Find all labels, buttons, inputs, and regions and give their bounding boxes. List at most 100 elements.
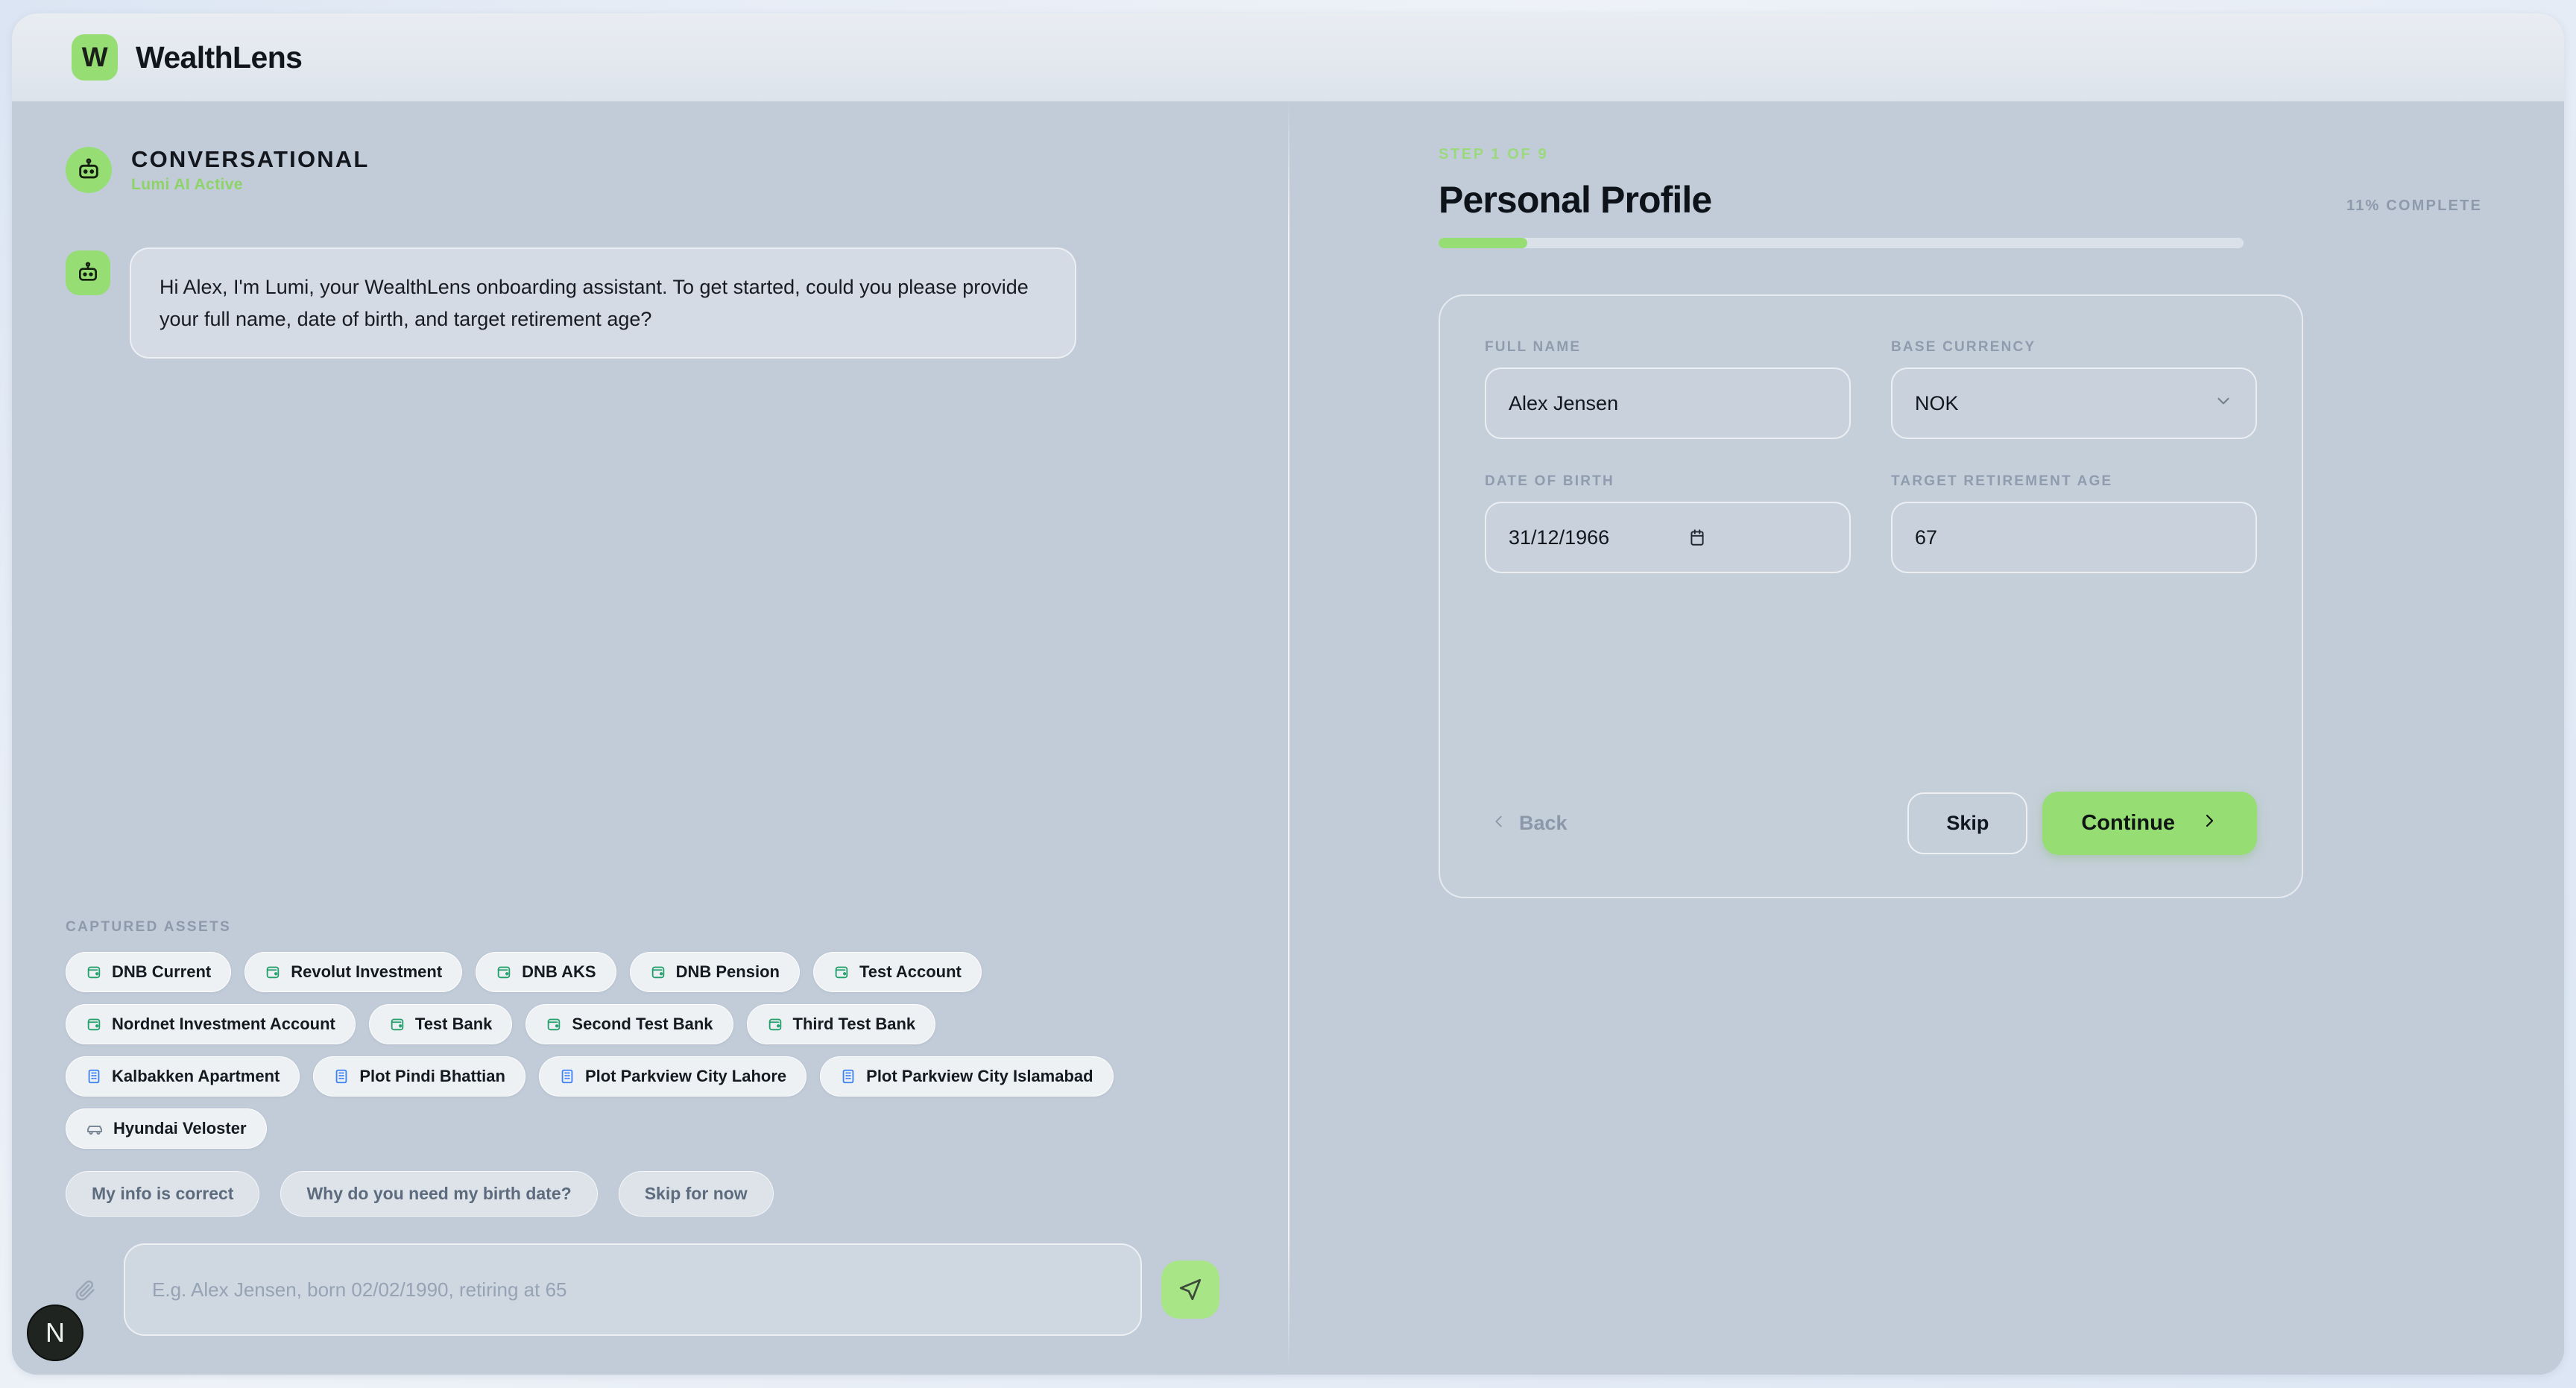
- robot-icon: [66, 147, 112, 193]
- assistant-status: Lumi AI Active: [131, 176, 243, 193]
- asset-chip[interactable]: Kalbakken Apartment: [66, 1056, 300, 1097]
- progress-label: 11% COMPLETE: [2346, 198, 2482, 214]
- message-input[interactable]: [152, 1278, 1124, 1302]
- calendar-icon[interactable]: [1688, 528, 1707, 547]
- field-target-retirement-age: TARGET RETIREMENT AGE: [1891, 473, 2257, 573]
- app-window: W WealthLens CONVERSATIONAL Lumi AI Acti…: [12, 13, 2564, 1375]
- field-base-currency: BASE CURRENCY: [1891, 339, 2257, 439]
- date-of-birth-input-wrapper[interactable]: [1485, 502, 1851, 573]
- wallet-icon: [767, 1016, 783, 1032]
- building-icon: [840, 1068, 856, 1085]
- asset-chip-label: Revolut Investment: [291, 962, 443, 981]
- suggestion-chip[interactable]: Skip for now: [618, 1171, 774, 1217]
- primary-actions: Skip Continue: [1907, 792, 2257, 855]
- app-header: W WealthLens: [12, 13, 2564, 101]
- chevron-left-icon: [1491, 812, 1507, 835]
- wallet-icon: [389, 1016, 405, 1032]
- wallet-icon: [496, 964, 512, 980]
- skip-button[interactable]: Skip: [1907, 792, 2028, 854]
- base-currency-label: BASE CURRENCY: [1891, 339, 2036, 355]
- chat-message-list: Hi Alex, I'm Lumi, your WealthLens onboa…: [66, 247, 1234, 919]
- asset-chip[interactable]: Third Test Bank: [746, 1004, 936, 1044]
- asset-chip-label: Test Account: [859, 962, 962, 981]
- asset-chip[interactable]: DNB Pension: [629, 952, 800, 992]
- message-input-wrapper[interactable]: [124, 1243, 1142, 1336]
- progress-bar-fill: [1439, 238, 1527, 248]
- asset-chip[interactable]: DNB AKS: [476, 952, 616, 992]
- back-button-label: Back: [1519, 812, 1568, 834]
- wallet-icon: [833, 964, 850, 980]
- assistant-message-text: Hi Alex, I'm Lumi, your WealthLens onboa…: [130, 247, 1076, 359]
- target-retirement-age-input-wrapper[interactable]: [1891, 502, 2257, 573]
- asset-chip[interactable]: Hyundai Veloster: [66, 1108, 267, 1149]
- suggestion-chip[interactable]: Why do you need my birth date?: [280, 1171, 598, 1217]
- asset-chip-label: DNB Current: [112, 962, 212, 981]
- asset-chip[interactable]: DNB Current: [66, 952, 232, 992]
- robot-icon: [66, 250, 110, 295]
- profile-form-card: FULL NAME BASE CURRENCY: [1439, 294, 2303, 898]
- chevron-right-icon: [2200, 811, 2218, 836]
- asset-chip-label: Third Test Bank: [792, 1015, 916, 1033]
- conversation-title: CONVERSATIONAL: [131, 146, 370, 172]
- progress-bar: [1439, 238, 2244, 248]
- asset-chip[interactable]: Test Bank: [368, 1004, 513, 1044]
- step-title-row: Personal Profile 11% COMPLETE: [1439, 178, 2482, 221]
- asset-chip-label: Plot Parkview City Islamabad: [866, 1067, 1093, 1085]
- asset-chip[interactable]: Plot Parkview City Islamabad: [820, 1056, 1114, 1097]
- brand-logo-letter: W: [81, 42, 108, 72]
- form-actions: Back Skip Continue: [1485, 792, 2257, 855]
- car-icon: [86, 1120, 104, 1138]
- asset-chip-label: Nordnet Investment Account: [112, 1015, 335, 1033]
- captured-assets-list: DNB Current Revolut Investment DNB AKS DNB …: [66, 952, 1176, 1149]
- brand-logo-icon: W: [72, 34, 118, 81]
- main-content: CONVERSATIONAL Lumi AI Active Hi Alex, I…: [12, 101, 2564, 1375]
- wallet-icon: [265, 964, 281, 980]
- wallet-icon: [650, 964, 666, 980]
- continue-button[interactable]: Continue: [2042, 792, 2257, 855]
- brand-name: WealthLens: [136, 40, 303, 75]
- full-name-label: FULL NAME: [1485, 339, 1582, 355]
- asset-chip-label: Test Bank: [414, 1015, 493, 1033]
- building-icon: [559, 1068, 575, 1085]
- field-full-name: FULL NAME: [1485, 339, 1851, 439]
- captured-assets-section: CAPTURED ASSETS DNB Current Revolut Inves…: [66, 919, 1234, 1149]
- paperclip-icon[interactable]: [66, 1270, 104, 1309]
- building-icon: [333, 1068, 350, 1085]
- continue-button-label: Continue: [2081, 811, 2175, 835]
- asset-chip[interactable]: Plot Parkview City Lahore: [538, 1056, 807, 1097]
- conversation-header: CONVERSATIONAL Lumi AI Active: [66, 146, 1234, 194]
- asset-chip[interactable]: Revolut Investment: [244, 952, 463, 992]
- full-name-input-wrapper[interactable]: [1485, 367, 1851, 439]
- suggestion-chip[interactable]: My info is correct: [66, 1171, 260, 1217]
- dev-indicator-badge[interactable]: N: [27, 1305, 83, 1361]
- asset-chip[interactable]: Nordnet Investment Account: [66, 1004, 356, 1044]
- onboarding-form-panel: STEP 1 OF 9 Personal Profile 11% COMPLET…: [1289, 101, 2564, 1375]
- target-retirement-age-label: TARGET RETIREMENT AGE: [1891, 473, 2113, 489]
- message-composer: [66, 1243, 1234, 1336]
- wallet-icon: [86, 1016, 102, 1032]
- asset-chip[interactable]: Plot Pindi Bhattian: [313, 1056, 525, 1097]
- date-of-birth-input[interactable]: [1509, 526, 1680, 549]
- asset-chip[interactable]: Second Test Bank: [525, 1004, 733, 1044]
- asset-chip-label: Hyundai Veloster: [113, 1119, 247, 1138]
- full-name-input[interactable]: [1509, 391, 1827, 415]
- date-of-birth-label: DATE OF BIRTH: [1485, 473, 1614, 489]
- target-retirement-age-input[interactable]: [1915, 526, 2233, 549]
- wallet-icon: [546, 1016, 562, 1032]
- asset-chip[interactable]: Test Account: [812, 952, 982, 992]
- base-currency-select-wrapper[interactable]: [1891, 367, 2257, 439]
- step-indicator: STEP 1 OF 9: [1439, 146, 1549, 163]
- field-date-of-birth: DATE OF BIRTH: [1485, 473, 1851, 573]
- captured-assets-label: CAPTURED ASSETS: [66, 919, 232, 935]
- suggestion-chip-list: My info is correct Why do you need my bir…: [66, 1171, 1234, 1217]
- asset-chip-label: Second Test Bank: [572, 1015, 713, 1033]
- asset-chip-label: Kalbakken Apartment: [112, 1067, 280, 1085]
- panel-divider: [1288, 101, 1289, 1369]
- back-button[interactable]: Back: [1485, 801, 1573, 845]
- base-currency-select[interactable]: [1915, 391, 2233, 415]
- profile-form-grid: FULL NAME BASE CURRENCY: [1485, 339, 2257, 573]
- send-button[interactable]: [1161, 1261, 1219, 1319]
- wallet-icon: [86, 964, 102, 980]
- asset-chip-label: DNB AKS: [522, 962, 596, 981]
- asset-chip-label: Plot Pindi Bhattian: [359, 1067, 505, 1085]
